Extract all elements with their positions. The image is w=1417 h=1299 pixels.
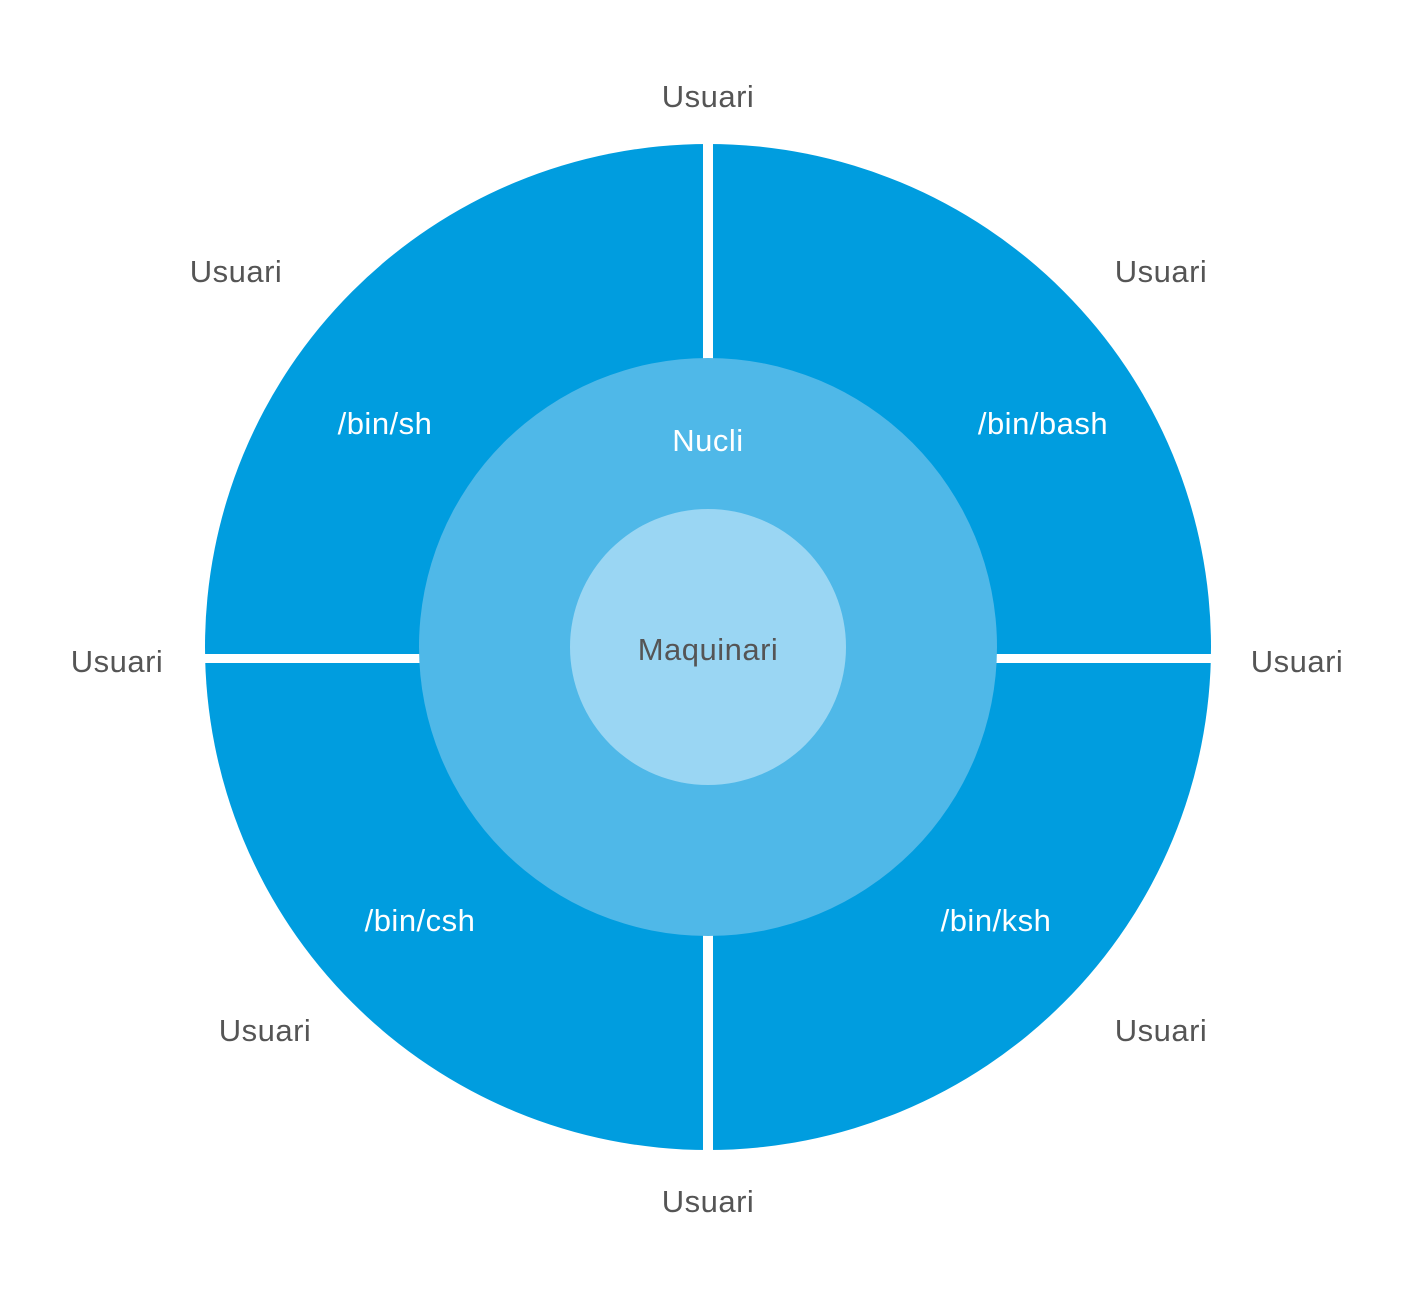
divider-left [200, 654, 425, 663]
hardware-core [570, 509, 846, 785]
user-label-left: Usuari [71, 644, 164, 679]
shell-label-sh: /bin/sh [338, 406, 433, 441]
user-label-right: Usuari [1251, 644, 1344, 679]
user-label-bottom-left: Usuari [219, 1013, 312, 1048]
shell-label-csh: /bin/csh [365, 903, 476, 938]
hardware-label: Maquinari [638, 632, 779, 667]
shell-label-bash: /bin/bash [978, 406, 1108, 441]
kernel-label: Nucli [672, 423, 743, 458]
user-label-top: Usuari [662, 79, 755, 114]
divider-top [703, 140, 713, 365]
divider-right [992, 654, 1217, 663]
divider-bottom [703, 930, 713, 1155]
user-label-top-right: Usuari [1115, 254, 1208, 289]
user-label-bottom-right: Usuari [1115, 1013, 1208, 1048]
user-label-bottom: Usuari [662, 1184, 755, 1219]
user-label-top-left: Usuari [190, 254, 283, 289]
shell-label-ksh: /bin/ksh [941, 903, 1052, 938]
